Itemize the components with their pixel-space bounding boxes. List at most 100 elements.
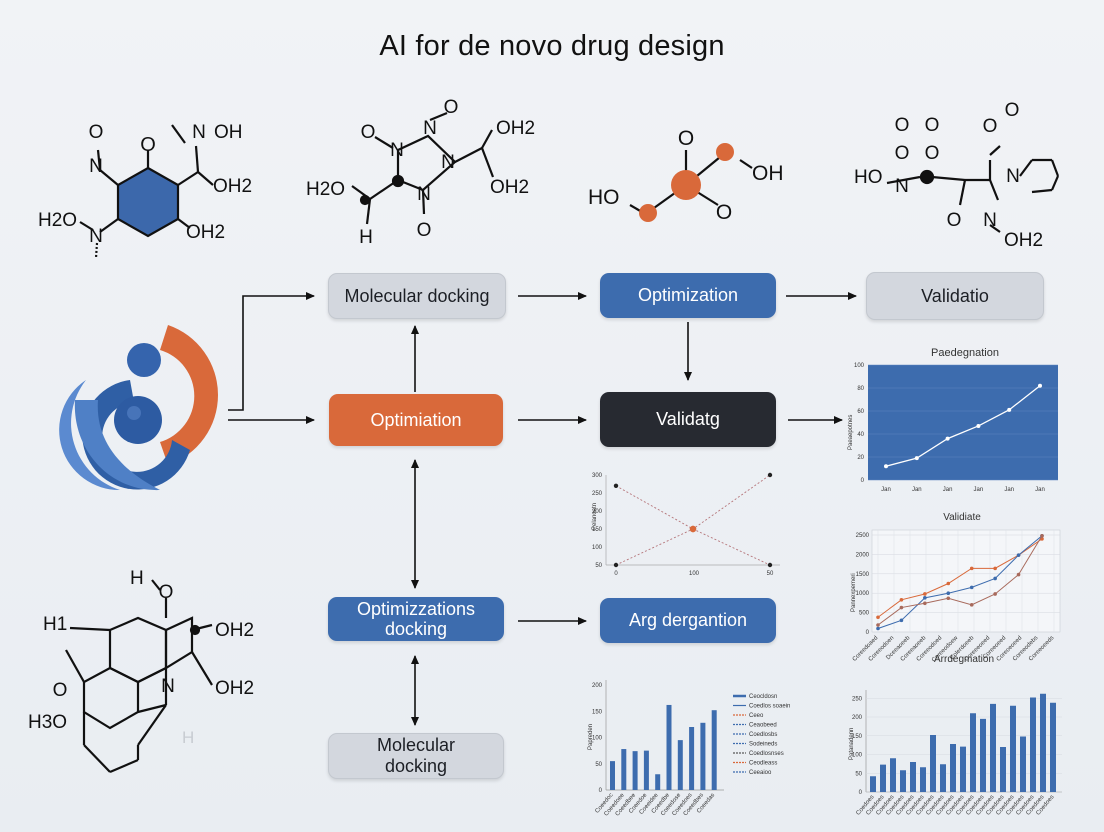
chart-3-point <box>993 576 997 581</box>
chart-4-bar <box>621 749 627 790</box>
chart-2-ylabel-decor: Pelanoatn <box>592 503 598 530</box>
m5-label: H1 <box>43 614 67 635</box>
molecular-docking-box-bottom[interactable]: Molecular docking <box>328 733 504 779</box>
chart-4-legend-label: Ceeaioo <box>749 770 772 776</box>
chart-5-bar <box>920 767 926 792</box>
chart-3-point <box>923 592 927 596</box>
chart-3-point <box>1016 553 1021 557</box>
m2-label: N <box>441 152 455 173</box>
m2-label: N <box>417 184 431 205</box>
chart-3-point <box>1040 533 1044 538</box>
chart-3-title: Validiate <box>943 512 981 523</box>
chart-1-ylabel-decor: Paeaepotnes <box>848 415 854 450</box>
chart-5-bar <box>1050 702 1056 792</box>
chart-2-y-tick: 50 <box>595 563 602 569</box>
m4-label: O <box>1005 100 1020 121</box>
chart-5-ylabel-decor: Patanadenn <box>849 728 855 760</box>
chart-5-bar <box>990 703 996 792</box>
m4-label: O <box>983 116 998 137</box>
m5-label: H <box>130 568 144 589</box>
chart-1-point <box>945 436 950 441</box>
ai-logo-icon <box>59 325 219 491</box>
chart-2-point <box>767 562 773 568</box>
molecular-docking-box-top[interactable]: Molecular docking <box>328 273 506 319</box>
chart-3-y-tick: 1500 <box>856 572 870 578</box>
chart-3-point <box>1016 572 1021 577</box>
chart-1-plot-area <box>868 365 1058 480</box>
chart-4-bar <box>711 710 717 790</box>
m5-label: O <box>159 582 174 603</box>
molecule-1: O N O N OH OH2 H2O N OH2 <box>38 122 252 259</box>
chart-1-x-tick: Jan <box>943 487 953 493</box>
optimiation-box[interactable]: Optimiation <box>329 394 503 446</box>
chart-3-series-line <box>877 535 1043 626</box>
chart-4-legend-label: Ceeo <box>749 713 764 719</box>
chart-5-y-tick: 100 <box>852 753 863 759</box>
chart-1-point <box>1038 383 1042 388</box>
m2-label: N <box>423 118 437 139</box>
chart-3-series-line <box>877 538 1043 618</box>
chart-4-y-tick: 100 <box>592 736 603 742</box>
chart-2-y-tick: 300 <box>592 473 603 479</box>
chart-4-legend-label: Ceocldosn <box>749 694 777 700</box>
chart-3-point <box>923 596 927 600</box>
chart-1-title: Paedegnation <box>931 347 999 359</box>
m1-label: N <box>89 226 103 247</box>
validatio-box[interactable]: Validatio <box>866 272 1044 320</box>
chart-1-point <box>914 456 919 461</box>
chart-5-bar <box>870 776 876 792</box>
chart-5-bar <box>890 758 896 792</box>
chart-5-bar <box>1030 697 1036 792</box>
chart-2-x-tick: 0 <box>614 571 618 577</box>
chart-4-ylabel-decor: Papreden <box>588 724 594 750</box>
chart-3-point <box>876 615 880 620</box>
chart-2-point <box>689 525 697 533</box>
m3-label: HO <box>588 186 620 209</box>
arg-dergantion-box[interactable]: Arg dergantion <box>600 598 776 643</box>
chart-3-series-line <box>877 535 1043 629</box>
chart-4-bar <box>632 751 638 790</box>
chart-5-bar <box>960 746 966 792</box>
m1-label: OH2 <box>186 222 225 243</box>
chart-4-legend-label: Ceodleass <box>749 761 777 767</box>
m2-label: O <box>361 122 376 143</box>
chart-2-x-tick: 50 <box>767 571 774 577</box>
chart-3-point <box>946 591 951 595</box>
chart-2-y-tick: 150 <box>592 527 603 533</box>
m4-label: O <box>895 143 910 164</box>
m2-label: OH2 <box>490 177 529 198</box>
chart-2-y-tick: 200 <box>592 509 603 515</box>
m5-label: OH2 <box>215 678 254 699</box>
chart-5-bar <box>1020 736 1026 792</box>
chart-4-bar <box>689 727 695 790</box>
chart-2-point <box>767 472 773 478</box>
m1-label: OH <box>214 122 243 143</box>
diagram-title: AI for de novo drug design <box>379 30 725 62</box>
m5-label: O <box>53 680 68 701</box>
chart-2-point <box>613 483 619 488</box>
m4-label: O <box>925 143 940 164</box>
chart-5-bar <box>1040 693 1046 792</box>
chart-4-y-tick: 200 <box>592 683 603 689</box>
chart-5-bar <box>910 762 916 792</box>
validatg-box[interactable]: Validatg <box>600 392 776 447</box>
chart-4-bar <box>677 740 683 790</box>
chart-4-bar <box>643 750 649 790</box>
chart-1-y-tick: 100 <box>854 363 865 369</box>
chart-4-legend-label: Ceaobeed <box>749 723 777 729</box>
chart-1-x-tick: Jan <box>1004 487 1014 493</box>
chart-4-legend-label: Sodeineds <box>749 742 777 748</box>
optimization-box-top[interactable]: Optimization <box>600 273 776 318</box>
m1-label: O <box>140 134 156 156</box>
optimizzations-docking-box[interactable]: Optimizzations docking <box>328 597 504 641</box>
chart-4-y-tick: 150 <box>592 709 603 715</box>
chart-3-y-tick: 2500 <box>856 533 870 539</box>
chart-1-x-tick: Jan <box>881 487 891 493</box>
chart-5-y-tick: 50 <box>855 771 862 777</box>
